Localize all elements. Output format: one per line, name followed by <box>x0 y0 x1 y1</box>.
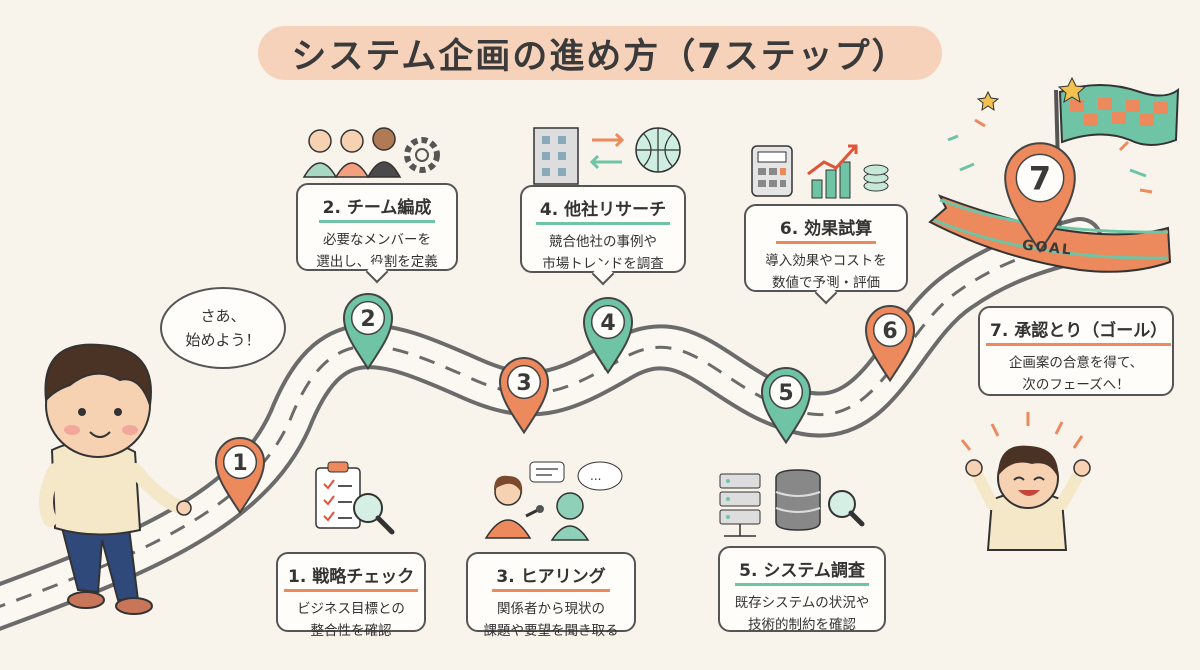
speech-bubble: さあ、 始めよう！ <box>160 287 286 369</box>
marker-inner-5 <box>768 374 804 410</box>
page-title: システム企画の進め方（7ステップ） <box>291 36 909 77</box>
checklist-magnifier-icon <box>315 461 395 535</box>
step-title-5: 5. システム調査 <box>735 556 869 586</box>
step-title-7: 7. 承認とり（ゴール） <box>986 316 1172 346</box>
calculator-chart-icon <box>751 144 889 199</box>
interview-icon: ... <box>484 461 623 541</box>
step-card-1: 1. 戦略チェック ビジネス目標との整合性を確認 <box>276 552 426 639</box>
step-markers: 1 2 3 4 5 6 7 <box>214 142 1076 515</box>
marker-number-2: 2 <box>360 307 375 332</box>
speech-line-1: さあ、 <box>200 307 246 325</box>
step-title-3: 3. ヒアリング <box>492 562 610 592</box>
step-card-3: 3. ヒアリング 関係者から現状の課題や要望を聞き取る <box>466 552 636 639</box>
svg-text:...: ... <box>590 469 601 483</box>
walking-person-illustration <box>39 343 192 615</box>
step-desc-7: 企画案の合意を得て、次のフェーズへ！ <box>1008 355 1144 393</box>
step-card-5: 5. システム調査 既存システムの状況や技術的制約を確認 <box>718 546 886 633</box>
step-marker-3: 3 <box>498 357 550 435</box>
step-title-1: 1. 戦略チェック <box>284 562 419 592</box>
marker-inner-6 <box>872 312 908 348</box>
step-title-2: 2. チーム編成 <box>318 193 436 223</box>
marker-number-6: 6 <box>882 319 897 344</box>
step-desc-6: 導入効果やコストを数値で予測・評価 <box>765 253 887 291</box>
step-desc-4: 競合他社の事例や市場トレンドを調査 <box>542 234 664 272</box>
team-members-icon <box>302 127 440 178</box>
step-marker-5: 5 <box>760 367 812 445</box>
step-desc-1: ビジネス目標との整合性を確認 <box>297 601 405 639</box>
step-card-4: 4. 他社リサーチ 競合他社の事例や市場トレンドを調査 <box>520 185 686 273</box>
marker-number-7: 7 <box>1029 160 1051 198</box>
marker-number-4: 4 <box>600 311 615 336</box>
marker-number-3: 3 <box>516 371 531 396</box>
road <box>0 217 1103 631</box>
step-card-7: 7. 承認とり（ゴール） 企画案の合意を得て、次のフェーズへ！ <box>978 306 1174 396</box>
step-marker-6: 6 <box>864 305 916 383</box>
step-title-4: 4. 他社リサーチ <box>535 195 671 225</box>
marker-inner-7 <box>1015 153 1065 203</box>
step-desc-5: 既存システムの状況や技術的制約を確認 <box>734 595 870 633</box>
server-database-icon <box>719 469 865 537</box>
step-title-6: 6. 効果試算 <box>775 214 877 244</box>
celebrating-person-illustration <box>960 412 1091 551</box>
step-card-2: 2. チーム編成 必要なメンバーを選出し、役割を定義 <box>296 183 458 271</box>
step-marker-2: 2 <box>342 293 394 371</box>
marker-inner-3 <box>506 364 542 400</box>
marker-inner-2 <box>350 300 386 336</box>
title-banner: システム企画の進め方（7ステップ） <box>258 26 942 80</box>
marker-inner-4 <box>590 304 626 340</box>
marker-inner-1 <box>222 444 258 480</box>
speech-line-2: 始めよう！ <box>185 331 261 349</box>
building-globe-icon <box>533 127 681 185</box>
marker-number-1: 1 <box>232 451 247 476</box>
step-marker-7: 7 <box>1004 142 1076 253</box>
step-marker-1: 1 <box>214 437 266 515</box>
marker-number-5: 5 <box>778 381 793 406</box>
step-marker-4: 4 <box>582 297 634 375</box>
step-desc-2: 必要なメンバーを選出し、役割を定義 <box>316 232 438 270</box>
step-desc-3: 関係者から現状の課題や要望を聞き取る <box>483 601 619 639</box>
step-card-6: 6. 効果試算 導入効果やコストを数値で予測・評価 <box>744 204 908 292</box>
